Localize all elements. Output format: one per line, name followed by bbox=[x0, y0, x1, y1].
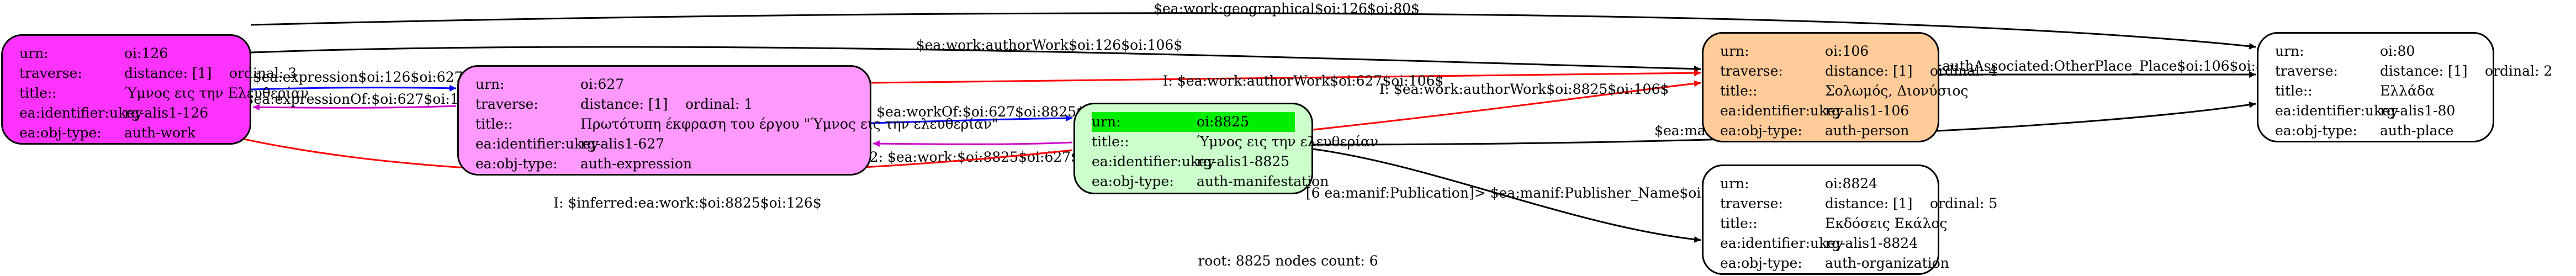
edge-work-of bbox=[871, 115, 1073, 124]
field-urn: urn:oi:126 bbox=[19, 45, 168, 61]
field-urn: urn:oi:8824 bbox=[1720, 176, 1878, 192]
node-organization[interactable]: urn:oi:8824 traverse:distance: [1]ordina… bbox=[1702, 164, 1998, 275]
field-traverse: traverse:distance: [1]ordinal: 4 bbox=[1720, 63, 1998, 79]
field-title: title::Εκδόσεις Εκάλος bbox=[1720, 215, 1948, 231]
edge-label-inferred-work: I: $inferred:ea:work:$oi:8825$oi:126$ bbox=[553, 195, 822, 211]
edge-work bbox=[872, 140, 1073, 147]
node-person[interactable]: urn:oi:106 traverse:distance: [1]ordinal… bbox=[1702, 32, 1998, 142]
edge-expression-of bbox=[252, 104, 457, 111]
field-obj-type: ea:obj-type:auth-place bbox=[2275, 123, 2454, 139]
field-traverse: traverse:distance: [1]ordinal: 3 bbox=[19, 65, 297, 81]
field-title: title::Ύμνος εις την ελευθερίαν bbox=[1092, 134, 1379, 150]
field-title: title::Ύμνος εις την Ελευθερίαν bbox=[19, 85, 309, 101]
field-urn-highlighted: urn:oi:8825 bbox=[1092, 112, 1295, 132]
field-traverse: traverse:distance: [1]ordinal: 1 bbox=[475, 96, 753, 112]
field-obj-type: ea:obj-type:auth-organization bbox=[1720, 255, 1949, 271]
field-urn: urn:oi:106 bbox=[1720, 43, 1869, 59]
edge-label-expression-of: I2: $ea:expressionOf:$oi:627$oi:126$ bbox=[222, 91, 485, 107]
edge-label-author-work-627: I: $ea:work:authorWork$oi:627$oi:106$ bbox=[1163, 73, 1444, 89]
field-traverse: traverse:distance: [1]ordinal: 5 bbox=[1720, 195, 1998, 211]
edge-author-work-8825 bbox=[1313, 80, 1701, 131]
edge-label-geographical: $ea:work:geographical$oi:126$oi:80$ bbox=[1154, 1, 1420, 17]
node-work[interactable]: urn:oi:126 traverse:distance: [1]ordinal… bbox=[1, 34, 309, 145]
node-expression[interactable]: urn:oi:627 traverse:distance: [1]ordinal… bbox=[457, 65, 998, 176]
edge-label-work-of: 2: $ea:workOf:$oi:627$oi:8825$ bbox=[859, 104, 1085, 120]
field-obj-type: ea:obj-type:auth-person bbox=[1720, 123, 1909, 139]
edge-label-auth-associated: $ea:authAssociated:OtherPlace_Place$oi:1… bbox=[1912, 58, 2282, 74]
field-urn: urn:oi:627 bbox=[475, 76, 625, 92]
edge-author-work-627 bbox=[871, 70, 1701, 84]
field-obj-type: ea:obj-type:auth-work bbox=[19, 125, 196, 141]
field-title: title::Σολωμός, Διονύσιος bbox=[1720, 83, 1969, 99]
field-obj-type: ea:obj-type:auth-manifestation bbox=[1092, 173, 1329, 189]
edge-label-author-work-126: $ea:work:authorWork$oi:126$oi:106$ bbox=[916, 37, 1182, 53]
field-title: title::Πρωτότυπη έκφραση του έργου "Ύμνο… bbox=[475, 116, 998, 132]
edge-expression bbox=[251, 84, 457, 92]
node-place[interactable]: urn:oi:80 traverse:distance: [1]ordinal:… bbox=[2257, 32, 2553, 142]
edge-author-work-126 bbox=[251, 46, 1701, 72]
node-manifestation[interactable]: urn:oi:8825 title::Ύμνος εις την ελευθερ… bbox=[1073, 103, 1379, 194]
edge-label-expression: 2: $ea:expression$oi:126$oi:627$ bbox=[235, 69, 472, 85]
edge-geographical bbox=[251, 12, 2256, 50]
edge-publisher bbox=[1313, 148, 1701, 243]
edge-label-work: I2: $ea:work:$oi:8825$oi:627$ bbox=[864, 149, 1080, 165]
field-urn: urn:oi:80 bbox=[2275, 43, 2415, 59]
graph-footer: root: 8825 nodes count: 6 bbox=[1198, 253, 1378, 269]
field-obj-type: ea:obj-type:auth-expression bbox=[475, 156, 692, 172]
field-title: title::Ελλάδα bbox=[2275, 83, 2435, 99]
field-traverse: traverse:distance: [1]ordinal: 2 bbox=[2275, 63, 2553, 79]
edge-label-author-work-8825: I: $ea:work:authorWork$oi:8825$oi:106$ bbox=[1379, 81, 1669, 97]
